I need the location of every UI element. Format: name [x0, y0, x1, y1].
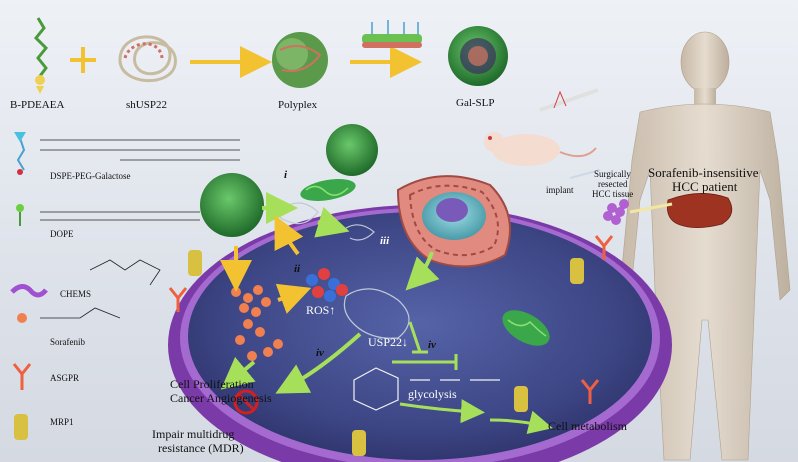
label-impair-mdr-1: Impair multidrug: [152, 427, 235, 441]
label-usp22: USP22↓: [368, 335, 409, 349]
mitochondria: [300, 179, 550, 346]
label-ros: ROS↑: [306, 303, 336, 317]
label-shusp22: shUSP22: [126, 99, 167, 111]
gal-slp-nanoparticle: [448, 26, 508, 86]
endoplasmic-reticulum-nucleus: [396, 175, 511, 268]
label-impair-mdr-2: resistance (MDR): [158, 441, 244, 455]
ros-cluster: [306, 268, 348, 302]
legend-chems: CHEMS: [60, 289, 92, 299]
step-iii: iii: [380, 235, 390, 247]
shusp22-rna: [118, 35, 177, 82]
label-resected-1: Surgically: [594, 169, 631, 179]
label-glycolysis: glycolysis: [408, 387, 457, 401]
legend-icons: [10, 132, 240, 440]
step-ii: ii: [294, 263, 301, 275]
label-implant: implant: [546, 185, 574, 195]
label-patient-1: Sorafenib-insensitive: [648, 165, 759, 180]
process-arrows: [220, 169, 601, 435]
label-polyplex: Polyplex: [278, 99, 318, 111]
label-resected-2: resected: [598, 179, 628, 189]
label-b-pdeaea: B-PDEAEA: [10, 99, 65, 111]
label-cell-proliferation: Cell Proliferation: [170, 377, 254, 391]
legend-sorafenib: Sorafenib: [50, 337, 85, 347]
glucose-structure: [353, 367, 500, 411]
polyplex: [272, 32, 328, 88]
label-angiogenesis: Cancer Angiogenesis: [170, 391, 272, 405]
tumor-tissue: [603, 199, 629, 225]
step-iv-left: iv: [316, 347, 324, 359]
label-gal-slp: Gal-SLP: [456, 97, 495, 109]
step-i: i: [284, 169, 288, 181]
label-cell-metabolism: Cell metabolism: [548, 419, 627, 433]
prohibition-icon: [233, 389, 259, 415]
mouse-model: [484, 132, 597, 166]
legend-mrp1: MRP1: [50, 417, 74, 427]
cancer-cell: [168, 205, 672, 462]
plus-sign: [70, 47, 96, 73]
legend-dope: DOPE: [50, 229, 74, 239]
lipid-bilayer-sheet: [362, 20, 422, 48]
nanoparticle-entering: [200, 124, 378, 237]
tissue-to-liver-line: [629, 202, 673, 214]
label-resected-3: HCC tissue: [592, 189, 634, 199]
syringe-icon: [539, 88, 599, 112]
b-pdeaea-molecule: [33, 17, 49, 94]
legend-asgpr: ASGPR: [50, 373, 80, 383]
step-iv-right: iv: [428, 339, 436, 351]
sorafenib-dots: [231, 285, 283, 361]
inhibition-lines: [392, 321, 458, 370]
label-patient-2: HCC patient: [672, 179, 738, 194]
legend-dspe: DSPE-PEG-Galactose: [50, 171, 131, 181]
